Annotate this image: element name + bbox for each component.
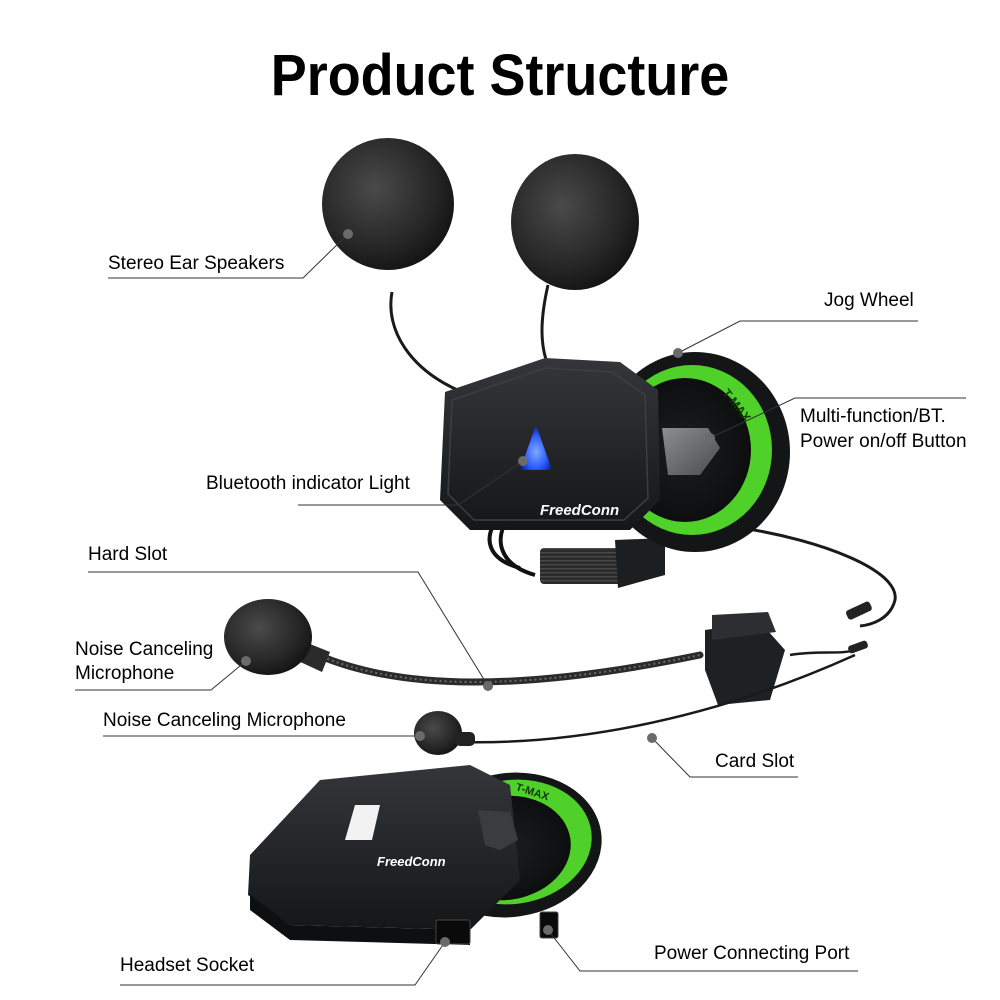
bottom-brand-logo: FreedConn [377, 854, 446, 869]
leader-lines [75, 233, 966, 986]
label-noise-mic-boom-line2: Microphone [75, 663, 175, 684]
cable-connector-1 [845, 601, 872, 620]
unit-shell [440, 358, 660, 530]
bottom-button [478, 810, 518, 850]
main-cable [741, 526, 897, 628]
speaker-cable-right [540, 284, 550, 366]
clip-cable [789, 648, 856, 657]
left-ear-speaker [322, 138, 454, 270]
label-bluetooth-indicator: Bluetooth indicator Light [206, 473, 410, 494]
label-noise-mic-wired: Noise Canceling Microphone [103, 710, 346, 731]
cable-connector-2 [848, 640, 868, 654]
cable-strain-relief [540, 548, 630, 584]
main-unit-top: T-MAX FreedConn [440, 352, 790, 588]
label-power-port: Power Connecting Port [654, 943, 850, 964]
wired-microphone [414, 653, 856, 755]
right-ear-speaker [511, 154, 639, 290]
label-multi-function-line1: Multi-function/BT. [800, 406, 946, 427]
leader-dots [241, 229, 715, 947]
wired-mic-cable [457, 653, 856, 744]
mount-clip [705, 622, 785, 705]
bottom-unit-shell [248, 765, 520, 930]
label-hard-slot: Hard Slot [88, 544, 168, 565]
boom-mic-foam [224, 599, 312, 675]
label-noise-mic-boom-line1: Noise Canceling [75, 639, 214, 660]
mount-clip-top [712, 612, 776, 640]
wired-mic-plug [455, 732, 475, 746]
bluetooth-led [520, 425, 552, 470]
ear-speakers [322, 138, 639, 394]
bottom-led-window [345, 805, 380, 840]
brand-logo: FreedConn [540, 502, 619, 519]
label-stereo-ear-speakers: Stereo Ear Speakers [108, 253, 285, 274]
label-multi-function-line2: Power on/off Button [800, 431, 967, 452]
main-unit-bottom: T-MAX FreedConn [248, 765, 602, 945]
label-jog-wheel: Jog Wheel [824, 290, 914, 311]
wired-mic-head [414, 711, 462, 755]
speaker-cable-left [389, 291, 463, 394]
label-headset-socket: Headset Socket [120, 955, 255, 976]
page-title: Product Structure [270, 43, 730, 108]
boom-gooseneck [314, 651, 704, 686]
label-card-slot: Card Slot [715, 751, 795, 772]
